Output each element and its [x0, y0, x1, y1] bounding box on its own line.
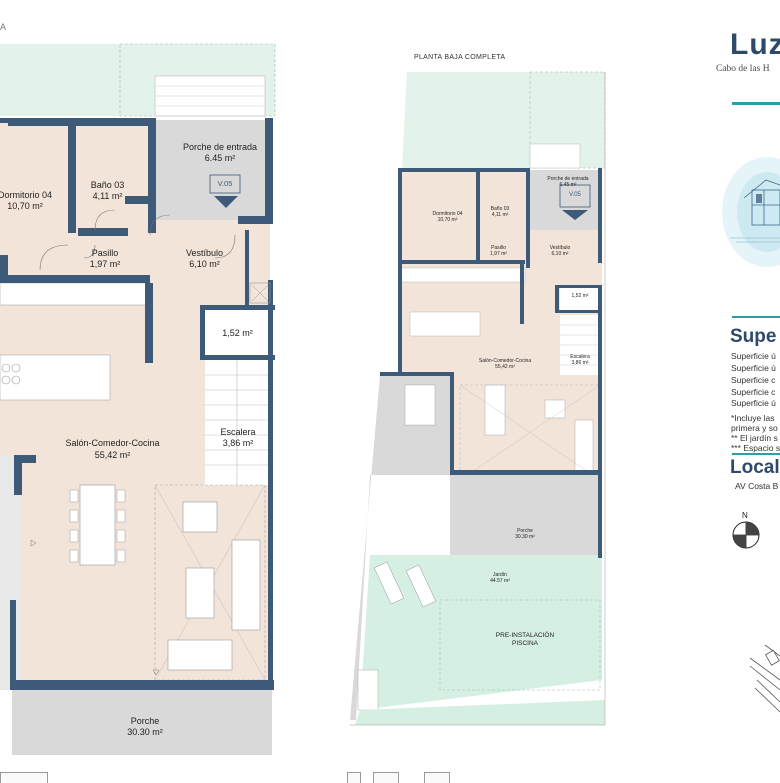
accent-line [732, 102, 780, 105]
left-vestibulo-label: Vestíbulo 6,10 m² [172, 248, 237, 270]
right-salon-area: 55,42 m² [495, 364, 515, 370]
right-piscina-label: PRE-INSTALACIÓN PISCINA [480, 632, 570, 648]
superficie-row-1: Superficie ú [731, 351, 776, 361]
brand-title: Luz [730, 28, 780, 61]
right-porche-label: Porche 30.30 m² [495, 528, 555, 540]
right-plan-title: PLANTA BAJA COMPLETA [414, 54, 506, 61]
right-armario-area: 1,52 m² [571, 293, 589, 299]
right-escalera-area: 3,86 m² [571, 360, 589, 366]
nav-button-1[interactable] [0, 772, 48, 783]
left-dormitorio-area: 10,70 m² [7, 201, 43, 211]
nav-button-3[interactable] [373, 772, 399, 783]
localizacion-heading: Local [730, 457, 780, 478]
left-escalera-area: 3,86 m² [222, 438, 254, 448]
left-floor-plan [0, 43, 276, 755]
left-salon-label: Salón-Comedor-Cocina 55,42 m² [45, 437, 180, 461]
right-bano-area: 4,11 m² [491, 212, 509, 218]
right-porche-name: Porche [517, 528, 533, 534]
left-vestibulo-area: 6,10 m² [189, 259, 220, 269]
right-dormitorio-name: Dormitorio 04 [432, 211, 463, 217]
compass-label: N [742, 511, 748, 520]
left-dormitorio-label: Dormitorio 04 10,70 m² [0, 190, 70, 212]
left-bano-label: Baño 03 4,11 m² [75, 180, 140, 202]
right-floor-plan [350, 71, 606, 726]
right-jardin-name: Jardín [493, 572, 507, 578]
left-porche-area: 30.30 m² [127, 727, 163, 737]
left-salon-name: Salón-Comedor-Cocina [65, 438, 160, 448]
left-pasillo-name: Pasillo [91, 248, 119, 258]
accent-line-3 [732, 453, 780, 455]
left-porche-entrada-name: Porche de entrada [182, 142, 258, 152]
right-bano-label: Baño 03 4,11 m² [480, 206, 520, 218]
right-porche-entrada-area: 6.45 m² [559, 182, 577, 188]
right-escalera-label: Escalera 3,86 m² [562, 354, 598, 366]
right-pasillo-area: 1,97 m² [490, 251, 507, 257]
left-escalera-label: Escalera 3,86 m² [208, 427, 268, 449]
left-porche-entrada-label: Porche de entrada 6.45 m² [165, 142, 275, 164]
right-pasillo-name: Pasillo [491, 245, 506, 251]
note-1: *Incluye las [731, 413, 775, 423]
right-piscina-line2: PISCINA [511, 640, 538, 647]
superficie-row-4: Superficie c [731, 387, 776, 397]
nav-button-2[interactable] [347, 772, 361, 783]
right-jardin-area: 44.57 m² [490, 578, 510, 584]
accent-line-2 [732, 316, 780, 318]
right-piscina-line1: PRE-INSTALACIÓN [495, 632, 555, 639]
note-4: *** Espacio s [731, 443, 780, 453]
right-vestibulo-name: Vestíbulo [549, 245, 571, 251]
left-pasillo-area: 1,97 m² [89, 259, 121, 269]
render-thumbnail [722, 157, 780, 267]
left-escalera-name: Escalera [220, 427, 256, 437]
left-vestibulo-name: Vestíbulo [185, 248, 224, 258]
right-porche-entrada-name: Porche de entrada [547, 176, 589, 182]
address-text: AV Costa B [735, 481, 779, 491]
nav-button-4[interactable] [424, 772, 450, 783]
superficie-row-2: Superficie ú [731, 363, 776, 373]
compass-icon [732, 521, 760, 549]
superficies-heading: Supe [730, 326, 777, 347]
left-salon-area: 55,42 m² [94, 450, 131, 460]
right-pasillo-label: Pasillo 1,97 m² [476, 245, 521, 257]
right-bano-name: Baño 03 [490, 206, 510, 212]
right-escalera-name: Escalera [570, 354, 590, 360]
left-porche-entrada-area: 6.45 m² [204, 153, 236, 163]
left-pasillo-label: Pasillo 1,97 m² [75, 248, 135, 270]
note-2: primera y so [731, 423, 778, 433]
left-marker-label: V.05 [217, 179, 233, 188]
left-porche-name: Porche [130, 716, 160, 726]
right-vestibulo-area: 6,10 m² [551, 251, 569, 257]
left-dormitorio-name: Dormitorio 04 [0, 190, 53, 200]
right-dormitorio-label: Dormitorio 04 10,70 m² [420, 211, 475, 223]
left-armario-area: 1,52 m² [222, 328, 253, 338]
right-salon-label: Salón-Comedor-Cocina 55,42 m² [465, 358, 545, 370]
note-3: ** El jardín s [731, 433, 778, 443]
right-porche-area: 30.30 m² [515, 534, 535, 540]
right-porche-entrada-label: Porche de entrada 6.45 m² [533, 176, 603, 188]
left-bano-area: 4,11 m² [92, 191, 123, 201]
superficie-row-3: Superficie c [731, 375, 776, 385]
right-jardin-label: Jardín 44.57 m² [470, 572, 530, 584]
corner-mark: A [0, 22, 7, 32]
right-marker-label: V.05 [569, 192, 581, 198]
left-bano-name: Baño 03 [90, 180, 125, 190]
superficie-row-5: Superficie ú [731, 398, 776, 408]
brand-subtitle: Cabo de las H [716, 64, 770, 74]
location-map-icon [749, 644, 780, 713]
right-dormitorio-area: 10,70 m² [437, 217, 458, 223]
right-vestibulo-label: Vestíbulo 6,10 m² [535, 245, 585, 257]
right-salon-name: Salón-Comedor-Cocina [478, 358, 532, 364]
left-porche-label: Porche 30.30 m² [100, 716, 190, 738]
